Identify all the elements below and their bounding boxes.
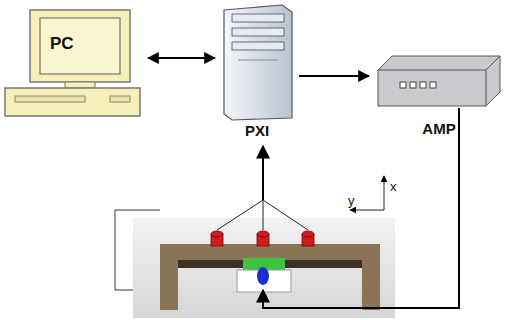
connector-arrow (148, 57, 215, 59)
node-label: PC (50, 34, 74, 54)
amp-box (378, 56, 500, 106)
node-label: PXI (245, 122, 269, 139)
pxi-tower (224, 5, 292, 120)
axis-label: x (390, 180, 397, 193)
computer-node: PC (5, 8, 145, 118)
pxi-node: PXI (218, 3, 296, 139)
connector-arrow (299, 75, 369, 77)
test-fixture (115, 108, 459, 318)
pc-icon (5, 10, 140, 116)
axis-label: y (348, 194, 355, 207)
amp-node: AMP (372, 52, 506, 138)
node-label: AMP (422, 120, 455, 137)
